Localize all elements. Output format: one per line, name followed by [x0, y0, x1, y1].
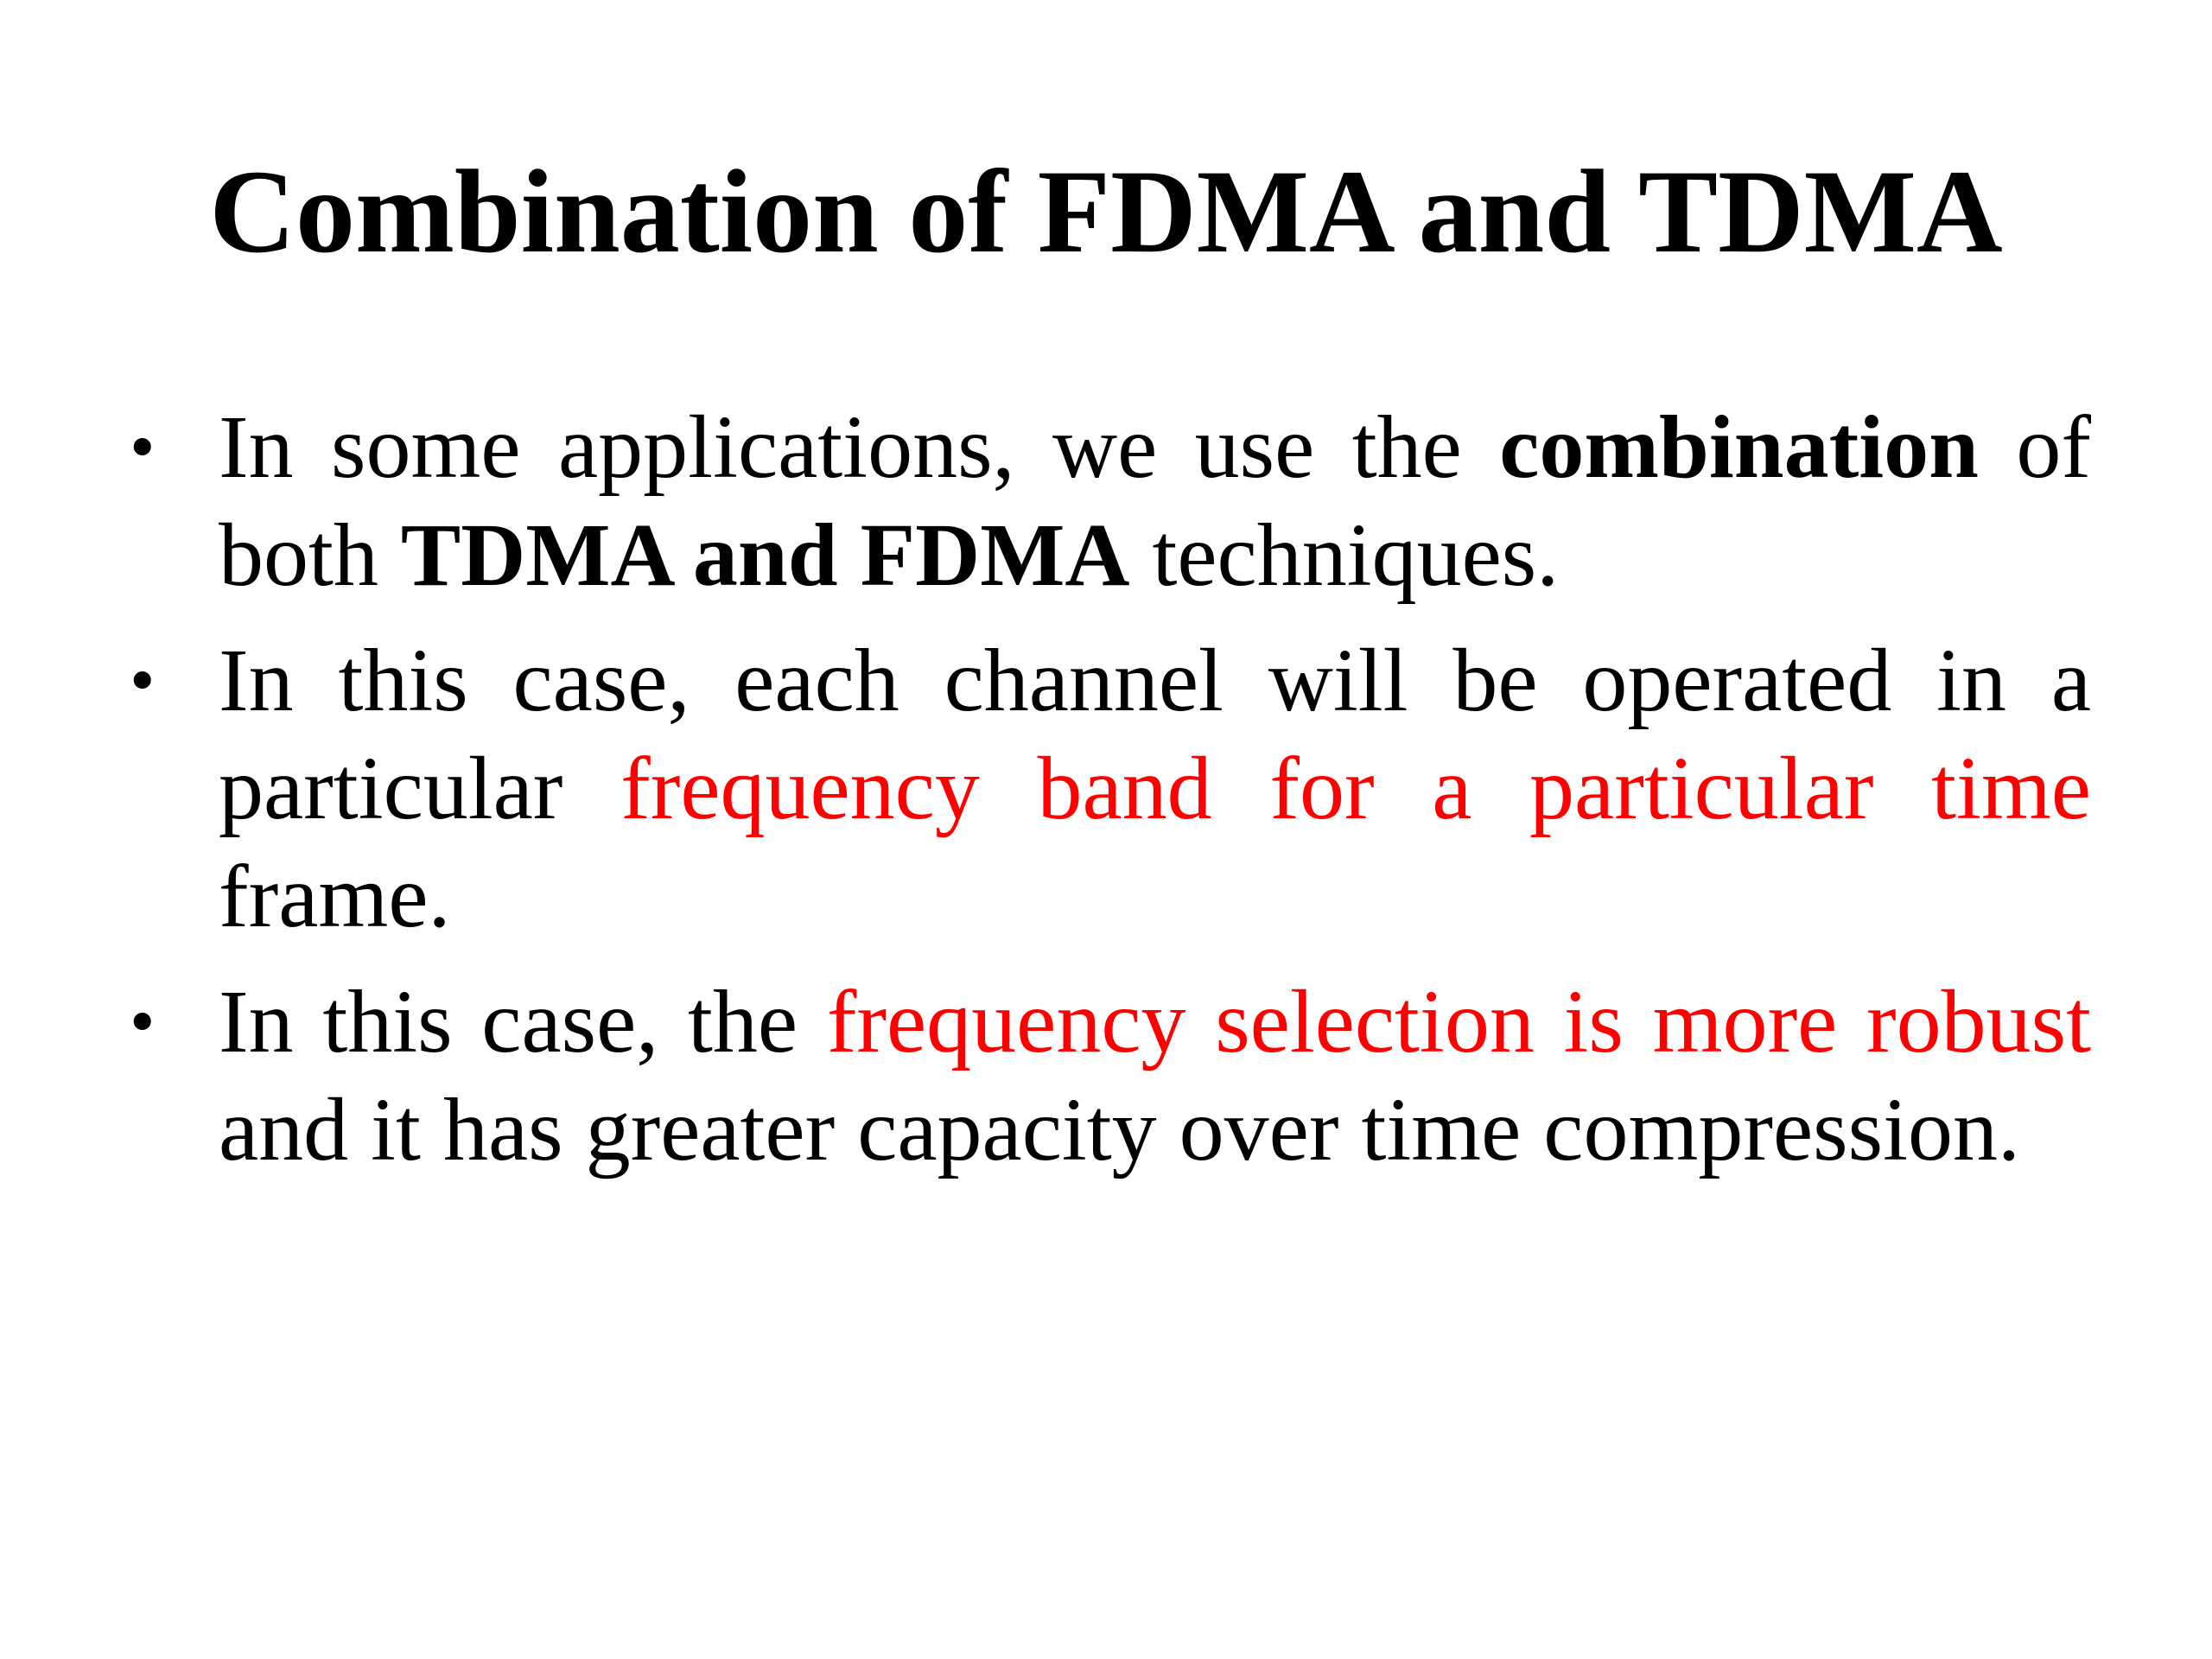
bullet-icon: • — [130, 982, 156, 1062]
bullet-item: • In some applications, we use the combi… — [130, 393, 2091, 609]
bullet-item: • In this case, the frequency selection … — [130, 968, 2091, 1184]
bullet-text-segment: In this case, the — [219, 972, 827, 1071]
bullet-text-segment: of both — [219, 397, 2091, 605]
bullet-text-bold: combination — [1499, 397, 1979, 497]
bullet-list: • In some applications, we use the combi… — [130, 393, 2091, 1201]
bullet-text-segment: In this case, each channel will be opera… — [219, 631, 2091, 838]
bullet-text-segment: techniques. — [1129, 505, 1560, 605]
bullet-text-segment: In some applications, we use the — [219, 397, 1500, 497]
bullet-icon: • — [130, 640, 156, 721]
bullet-text-highlight: frequency selection is more robust — [826, 972, 2091, 1071]
bullet-text-bold: TDMA and FDMA — [400, 505, 1130, 605]
bullet-text-segment: and it has greater capacity over time co… — [219, 1080, 2020, 1179]
bullet-item: • In this case, each channel will be ope… — [130, 626, 2091, 950]
bullet-icon: • — [130, 407, 156, 487]
bullet-text-highlight: frequency band for a particular time — [620, 739, 2091, 838]
bullet-text-segment: frame. — [219, 847, 451, 946]
slide-title: Combination of FDMA and TDMA — [209, 145, 2003, 277]
